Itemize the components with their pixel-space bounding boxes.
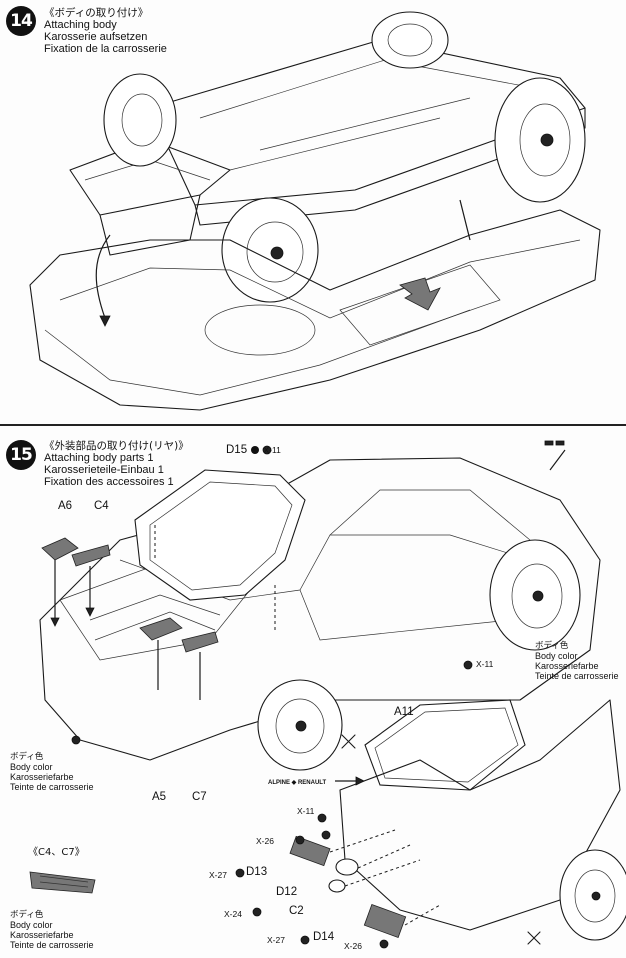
label-x11-mid: X-11 [476, 659, 494, 669]
step-15-title-en: Attaching body parts 1 [44, 452, 154, 464]
label-x26-b: X-26 [344, 941, 362, 951]
step-divider [0, 424, 626, 426]
label-c4: C4 [94, 500, 109, 512]
body-color-de: Karosseriefarbe [535, 661, 599, 671]
label-c2: C2 [289, 905, 304, 917]
label-x11-low: X-11 [297, 806, 315, 816]
rear-view-car [39, 457, 601, 771]
body-color-jp: ボディ色 [535, 641, 569, 651]
label-a6: A6 [58, 500, 73, 512]
label-x27-b: X-27 [267, 935, 285, 945]
inset-title: 《C4、C7》 [28, 847, 85, 858]
step-15-title-de: Karosserieteile-Einbau 1 [44, 464, 164, 476]
step-14-title-jp: 《ボディの取り付け》 [44, 7, 149, 19]
label-x27-a: X-27 [209, 870, 227, 880]
label-a11: A11 [394, 706, 414, 718]
label-d15: D15 X-11 [226, 444, 281, 456]
step-15-title: 《外装部品の取り付け(リヤ)》 Attaching body parts 1 K… [44, 440, 189, 488]
body-color-en: Body color [10, 920, 53, 930]
body-color-note-inset: ボディ色 Body color Karosseriefarbe Teinte d… [10, 910, 94, 950]
screw-icon [251, 445, 260, 454]
step-14-title-de: Karosserie aufsetzen [44, 31, 148, 43]
body-color-jp: ボディ色 [10, 910, 44, 920]
body-color-jp: ボディ色 [10, 752, 44, 762]
label-d14: D14 [313, 931, 335, 943]
step-15-number: 15 [6, 440, 36, 470]
body-color-en: Body color [10, 762, 53, 772]
label-c7: C7 [192, 791, 207, 803]
label-d15-text: D15 [226, 444, 248, 456]
rear-panel-assembly [71, 445, 626, 949]
body-color-fr: Teinte de carrosserie [10, 940, 94, 950]
body-color-en: Body color [535, 651, 578, 661]
body-color-fr: Teinte de carrosserie [10, 782, 94, 792]
step-14-title-en: Attaching body [44, 19, 117, 31]
body-color-de: Karosseriefarbe [10, 772, 74, 782]
body-color-note-right: ボディ色 Body color Karosseriefarbe Teinte d… [535, 641, 619, 681]
step-14-number: 14 [6, 6, 36, 36]
body-color-note-left: ボディ色 Body color Karosseriefarbe Teinte d… [10, 752, 94, 792]
step-14-title: 《ボディの取り付け》 Attaching body Karosserie auf… [44, 7, 167, 55]
body-color-de: Karosseriefarbe [10, 930, 74, 940]
body-shell-drawing [29, 209, 601, 411]
vent-parts-a6-c4 [41, 537, 219, 700]
label-d13: D13 [246, 866, 268, 878]
label-x26-a: X-26 [256, 836, 274, 846]
label-a5: A5 [152, 791, 167, 803]
step-15-title-jp: 《外装部品の取り付け(リヤ)》 [44, 440, 189, 452]
step-14-title-fr: Fixation de la carrosserie [44, 43, 167, 55]
step-14-illustration [29, 11, 601, 411]
inset-c4-c7-part [29, 871, 96, 894]
label-x11-top: X-11 [263, 445, 281, 455]
label-x24: X-24 [224, 909, 242, 919]
chassis-drawing [69, 11, 586, 303]
engine-lid-d15 [134, 469, 306, 630]
label-d12: D12 [276, 886, 298, 898]
step-15-title-fr: Fixation des accessoires 1 [44, 476, 174, 488]
decal-alpine-renault: ALPINE ◆ RENAULT [268, 780, 327, 786]
body-color-fr: Teinte de carrosserie [535, 671, 619, 681]
